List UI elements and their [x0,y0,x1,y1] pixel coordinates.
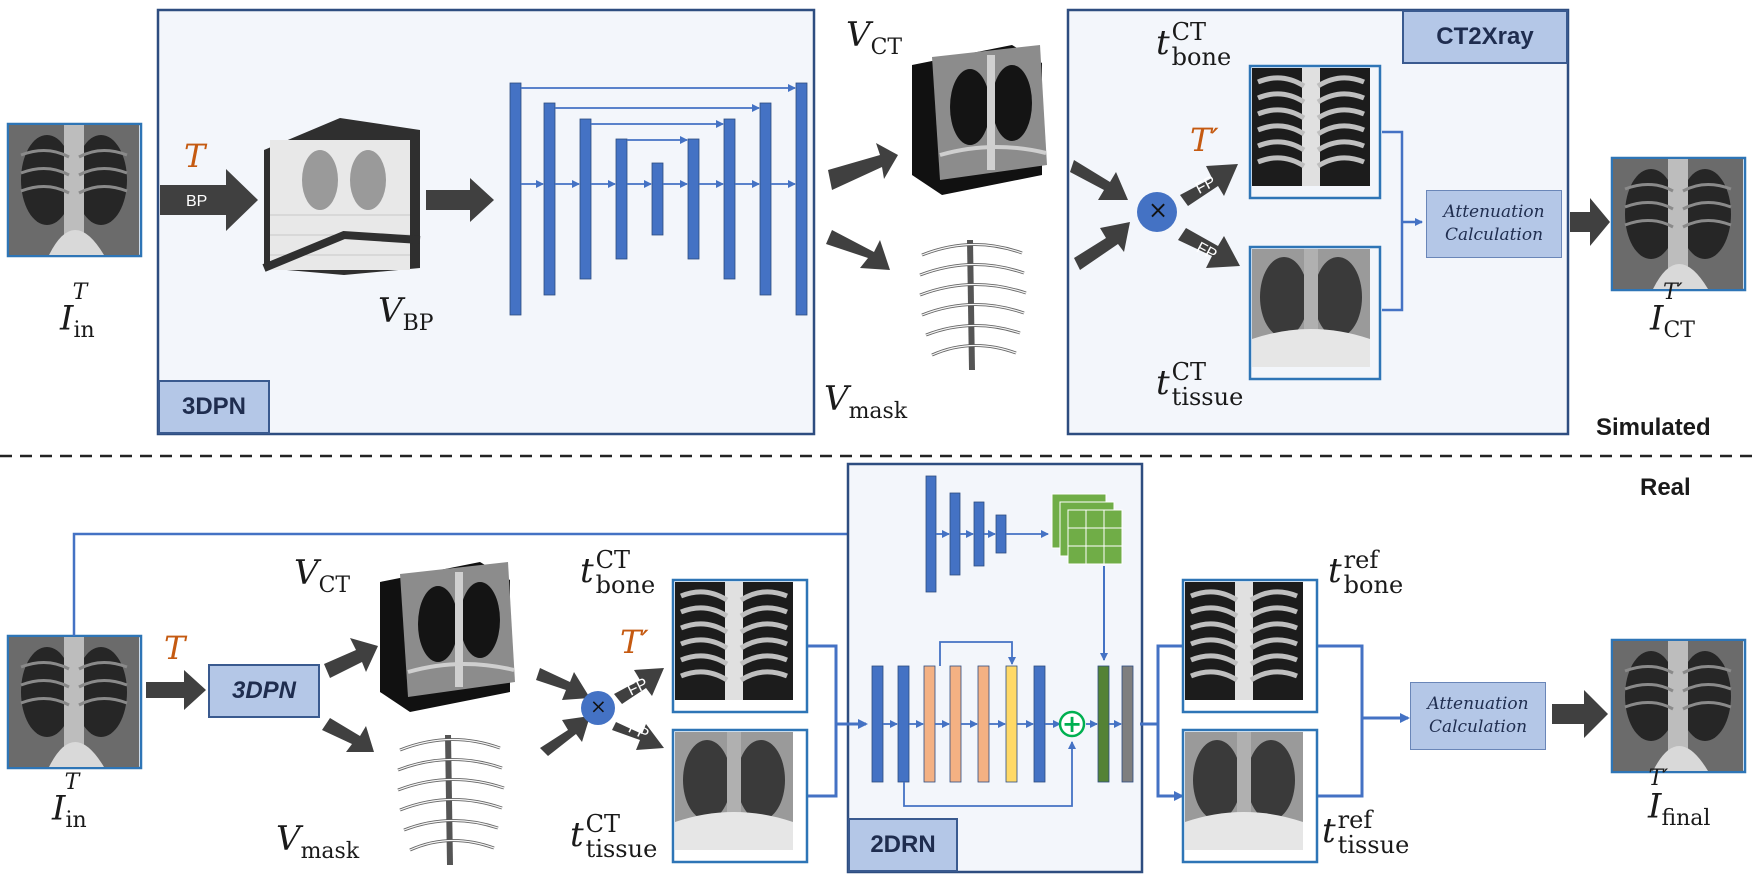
xray-input-bottom [7,635,141,769]
unet-3d [509,82,808,316]
section-real: Real [1640,474,1691,501]
unet-layer [795,82,808,316]
ct-volume-icon [910,43,1049,197]
bp-arrow [160,169,258,231]
panel-label-2drn: 2DRN [848,818,958,872]
label-V-BP: VBP [378,291,434,336]
xray-output-top [1611,157,1745,291]
label-I-final: IfinalT′ [1648,766,1711,832]
ref-tissue-xray [1185,732,1303,850]
residual-connection [903,741,1076,807]
residual-layer [1033,665,1046,783]
panel-3dpn [156,8,816,436]
unet-layer [579,118,592,280]
encoder-layer [949,492,961,576]
label-I-in-bottom: IinT [52,770,87,834]
ct-volume-icon-bottom [378,560,517,714]
attenuation-block-bottom: Attenuation Calculation [1410,682,1546,750]
label-V-CT-bottom: VCT [294,553,351,598]
label-V-mask-top: Vmask [824,379,908,424]
residual-net-2d: + [871,475,1134,807]
transform-label-bottom: T [164,629,186,667]
sum-symbol: + [1062,710,1082,738]
unet-layer [723,118,736,280]
transform-prime-label-top: T′ [1190,121,1219,159]
transform-prime-label-bottom: T′ [620,623,649,661]
residual-layer [871,665,884,783]
encoder-layer [925,475,937,593]
bone-mask-volume-icon [920,240,1026,370]
encoder-layer [995,514,1007,554]
multiply-node-icon-bottom [581,691,615,725]
attenuation-block-top: Attenuation Calculation [1426,190,1562,258]
tissue-xray-top [1252,249,1370,367]
unet-layer [687,138,700,260]
encoder-layer [973,501,985,567]
bp-label: BP [186,193,207,210]
unet-layer [615,138,628,260]
label-V-mask-bottom: Vmask [276,819,360,864]
ref-bone-xray [1185,582,1303,700]
xray-final-output [1611,639,1745,773]
backprojection-volume-icon [262,118,421,275]
transform-label-top: T [184,137,206,175]
feature-map-stack-icon [1051,493,1123,565]
label-I-in-top: IinT [60,280,95,344]
residual-layer [949,665,962,783]
dpn-block: 3DPN [208,664,320,718]
unet-layer [543,102,556,296]
residual-layer [923,665,936,783]
residual-layer [1097,665,1110,783]
skip-connection [939,641,1016,666]
section-simulated: Simulated [1596,414,1711,441]
panel-label-3dpn: 3DPN [158,380,270,434]
residual-layer [1005,665,1018,783]
unet-layer [509,82,522,316]
residual-layer [977,665,990,783]
multiply-node-icon [1137,192,1177,232]
sum-node-icon [1058,710,1086,738]
unet-layer [651,162,664,236]
bone-xray-top [1252,68,1370,186]
xray-thumbnail-icon [7,123,141,257]
residual-layer [897,665,910,783]
label-I-CT-output: ICTT′ [1650,280,1695,344]
residual-layer [1121,665,1134,783]
unet-layer [759,102,772,296]
bone-xray-bottom [675,582,793,700]
panel-label-ct2xray: CT2Xray [1402,10,1568,64]
tissue-xray-bottom [675,732,793,850]
label-V-CT-top: VCT [846,15,903,60]
bone-mask-volume-icon-bottom [398,735,504,865]
